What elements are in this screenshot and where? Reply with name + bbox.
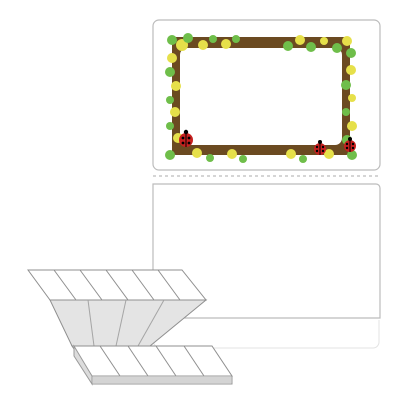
ladybug-icon [314, 140, 326, 155]
ladybug-icon [344, 137, 356, 152]
clover-frame [172, 37, 350, 155]
clover-decoration [165, 33, 357, 163]
bottom-label [152, 183, 381, 349]
fanfold-stack-illustration [27, 269, 233, 386]
ladybug-icon [179, 129, 193, 147]
